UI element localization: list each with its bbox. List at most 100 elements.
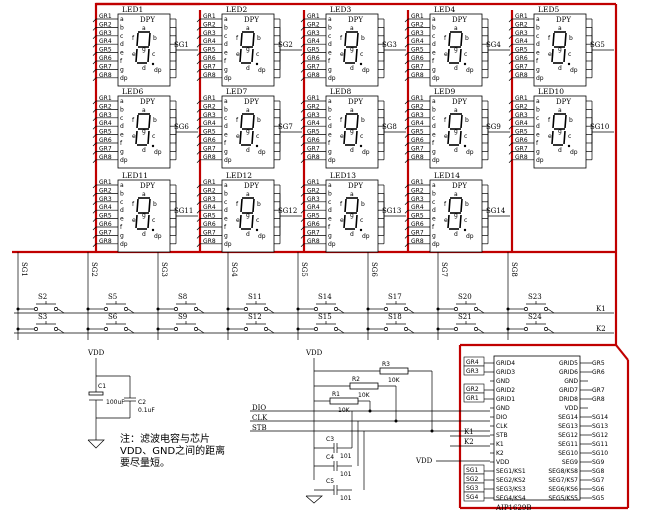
net-tag-label: GR5 bbox=[592, 360, 605, 367]
segment-label-dp: dp bbox=[258, 233, 266, 240]
segment-pin-label: d bbox=[120, 123, 124, 130]
segment-label-f: f bbox=[340, 117, 343, 124]
switch-contact bbox=[104, 307, 108, 311]
switch-contact bbox=[194, 307, 198, 311]
grid-pin-label: GR5 bbox=[99, 129, 112, 136]
led-part-label: DPY bbox=[244, 16, 259, 24]
grid-pin-label: GR7 bbox=[99, 229, 112, 236]
ic-bus-right-join bbox=[615, 344, 629, 361]
key-column-label: SG3 bbox=[160, 262, 168, 277]
segment-label-f: f bbox=[236, 117, 239, 124]
led-module-12: GR1GR2GR3GR4GR5GR6GR7GR8LED12DPYabcdefgd… bbox=[196, 171, 302, 253]
bus-tick bbox=[300, 35, 305, 40]
switch-contact bbox=[194, 327, 198, 331]
segment-label-a: a bbox=[558, 107, 562, 114]
bus-tick bbox=[196, 125, 201, 130]
ic-pin-label: SEG14 bbox=[558, 414, 578, 421]
net-tag-label: SG9 bbox=[592, 459, 604, 466]
segment-pin-label: a bbox=[432, 98, 436, 105]
segment-f bbox=[136, 114, 139, 129]
bus-tick bbox=[92, 151, 97, 155]
segment-pin-label: g bbox=[328, 232, 332, 239]
led-module-4: GR1GR2GR3GR4GR5GR6GR7GR8LED4DPYabcdefgdp… bbox=[404, 5, 510, 87]
bus-tick bbox=[404, 235, 409, 239]
sg-net-label: SG10 bbox=[590, 123, 609, 131]
segment-pin-label: c bbox=[432, 115, 435, 122]
c1-value: 100uF bbox=[106, 399, 125, 406]
segment-label-dp: dp bbox=[362, 233, 370, 240]
segment-label-a: a bbox=[350, 107, 354, 114]
switch-contact bbox=[544, 307, 548, 311]
segment-pin-label: f bbox=[224, 140, 227, 147]
k1-label: K1 bbox=[596, 305, 606, 313]
k1-net-label: K1 bbox=[464, 428, 474, 436]
bus-tick bbox=[300, 201, 305, 206]
bus-tick bbox=[92, 117, 97, 122]
bus-tick bbox=[508, 159, 513, 164]
segment-pin-label: dp bbox=[536, 75, 544, 82]
grid-pin-label: GR2 bbox=[307, 21, 320, 28]
segment-label-b: b bbox=[465, 35, 469, 42]
grid-pin-label: GR3 bbox=[307, 30, 320, 37]
led-part-label: DPY bbox=[244, 98, 259, 106]
bus-tick bbox=[300, 151, 305, 155]
ic-pin-label: GND bbox=[496, 405, 510, 412]
segment-label-a: a bbox=[246, 191, 250, 198]
segment-c bbox=[147, 48, 150, 63]
segment-pin-label: f bbox=[432, 58, 435, 65]
segment-dp bbox=[151, 144, 155, 148]
grid-pin-label: GR2 bbox=[99, 21, 112, 28]
segment-label-d: d bbox=[454, 65, 458, 72]
grid-pin-label: GR6 bbox=[203, 137, 216, 144]
grid-pin-label: GR4 bbox=[99, 120, 112, 127]
segment-label-b: b bbox=[361, 35, 365, 42]
segment-label-e: e bbox=[444, 217, 448, 224]
segment-pin-label: g bbox=[536, 66, 540, 73]
bus-tick bbox=[404, 142, 409, 147]
segment-pin-label: g bbox=[120, 232, 124, 239]
net-tag-label: SG6 bbox=[592, 486, 604, 493]
segment-pin-label: f bbox=[120, 58, 123, 65]
segment-pin-label: dp bbox=[328, 75, 336, 82]
segment-c bbox=[459, 130, 462, 145]
segment-label-c: c bbox=[152, 133, 155, 140]
segment-label-b: b bbox=[257, 35, 261, 42]
switch-contact bbox=[264, 307, 268, 311]
segment-f bbox=[344, 114, 347, 129]
net-tag-label: GR2 bbox=[466, 386, 479, 393]
segment-label-d: d bbox=[558, 65, 562, 72]
segment-label-dp: dp bbox=[362, 149, 370, 156]
resistor-ref: R2 bbox=[352, 376, 360, 383]
segment-dp bbox=[359, 62, 363, 66]
segment-c bbox=[251, 130, 254, 145]
segment-pin-label: e bbox=[328, 132, 332, 139]
switch-ref-label: S6 bbox=[108, 313, 118, 321]
segment-label-e: e bbox=[236, 51, 240, 58]
led-body bbox=[117, 13, 171, 87]
segment-b bbox=[460, 114, 463, 129]
segment-pin-label: b bbox=[536, 106, 540, 113]
switch-ref-label: S5 bbox=[108, 293, 117, 301]
segment-dp bbox=[359, 228, 363, 232]
segment-e bbox=[343, 214, 346, 229]
segment-pin-label: a bbox=[224, 16, 228, 23]
bus-tick bbox=[92, 52, 97, 56]
sg-net-label: SG12 bbox=[278, 207, 297, 215]
segment-f bbox=[448, 32, 451, 47]
led-part-label: DPY bbox=[556, 16, 571, 24]
ic-pin-label: SEG12 bbox=[558, 432, 578, 439]
segment-pin-label: e bbox=[536, 50, 540, 57]
switch-contact bbox=[34, 307, 38, 311]
grid-pin-label: GR2 bbox=[307, 187, 320, 194]
segment-pin-label: f bbox=[120, 140, 123, 147]
segment-pin-label: c bbox=[536, 33, 539, 40]
segment-dp bbox=[567, 144, 571, 148]
net-tag-label: SG7 bbox=[592, 477, 604, 484]
segment-pin-label: c bbox=[224, 115, 227, 122]
segment-pin-label: f bbox=[432, 224, 435, 231]
grid-pin-label: GR2 bbox=[203, 187, 216, 194]
switch-contact bbox=[454, 327, 458, 331]
led-module-3: GR1GR2GR3GR4GR5GR6GR7GR8LED3DPYabcdefgdp… bbox=[300, 5, 406, 87]
segment-dp bbox=[255, 62, 259, 66]
segment-e bbox=[343, 48, 346, 63]
